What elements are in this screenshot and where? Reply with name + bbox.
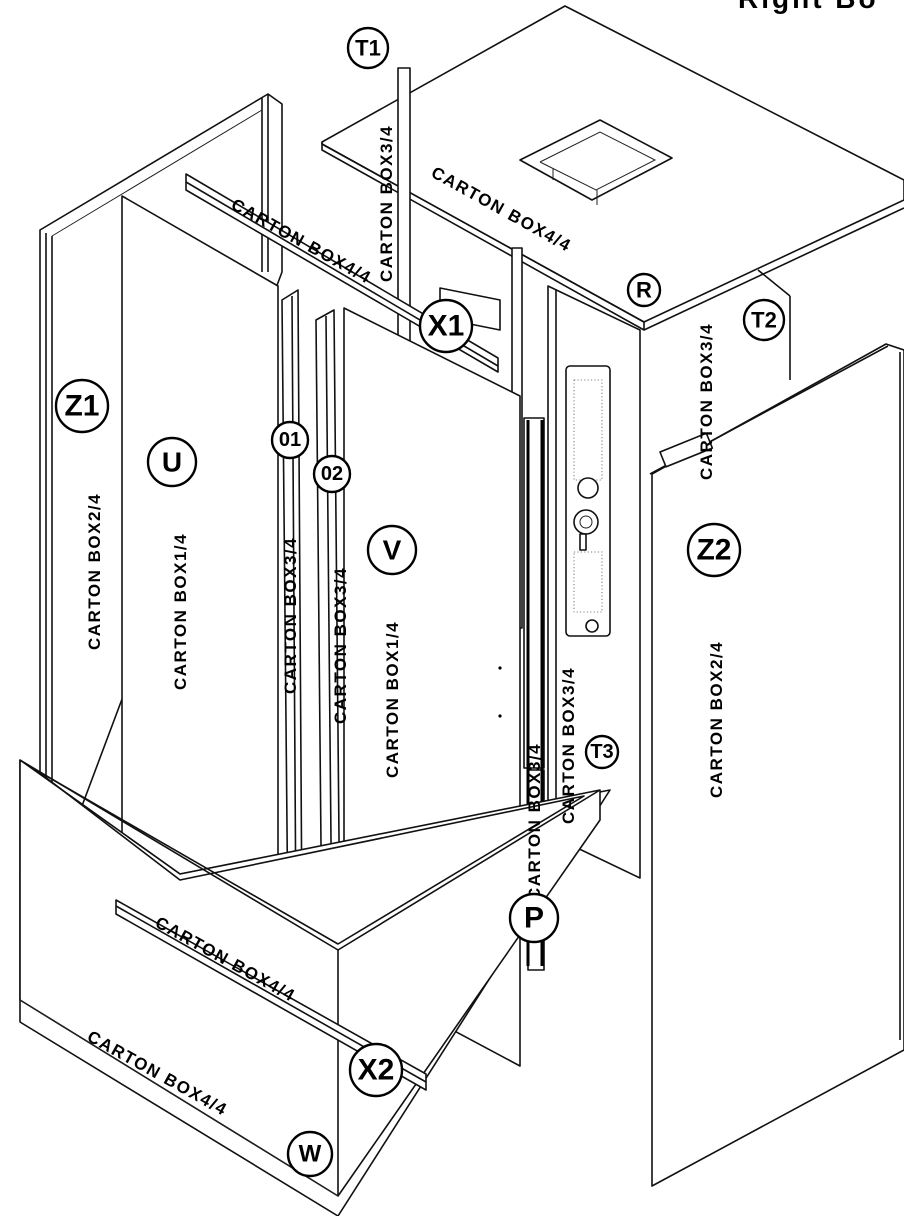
carton-label-z2: CARTON BOX2/4 [707,641,726,798]
callout-u: U [146,436,198,488]
svg-text:Z1: Z1 [64,390,99,423]
control-knob-icon [577,477,599,499]
callout-v: V [366,524,418,576]
svg-text:U: U [162,447,182,478]
svg-text:R: R [636,278,652,303]
carton-label-t1: CARTON BOX3/4 [377,125,396,282]
svg-text:T1: T1 [355,36,381,61]
roof-panel [321,5,904,331]
column-panel-t3 [547,285,641,879]
callout-o1: 01 [270,420,310,460]
mixer-knob-icon [573,509,599,535]
carton-label-o2: CARTON BOX3/4 [331,567,350,724]
glass-panel-u [121,195,279,927]
svg-text:X2: X2 [358,1054,395,1087]
carton-label-p: CARTON BOX3/4 [525,743,544,900]
callout-t3: T3 [584,734,620,770]
carton-label-o1: CARTON BOX3/4 [281,537,300,694]
carton-label-t2: CARTON BOX3/4 [697,323,716,480]
callout-z2: Z2 [686,522,742,578]
svg-text:V: V [383,535,402,566]
svg-text:T3: T3 [590,741,613,763]
callout-x2: X2 [348,1042,404,1098]
carton-label-v: CARTON BOX1/4 [383,621,402,778]
callout-z1: Z1 [54,378,110,434]
shower-tray-w [19,759,611,1216]
callout-t2: T2 [742,298,786,342]
carton-label-u: CARTON BOX1/4 [171,533,190,690]
svg-text:P: P [524,902,544,935]
svg-text:W: W [299,1141,322,1168]
callout-w: W [286,1130,334,1178]
svg-text:Z2: Z2 [696,534,731,567]
callout-x1: X1 [418,298,474,354]
svg-text:T2: T2 [751,308,777,333]
svg-text:02: 02 [321,463,343,485]
callout-p: P [508,892,560,944]
page-title: Right Bo [738,0,879,14]
shower-control-grille [573,379,603,613]
callout-t1: T1 [346,26,390,70]
callout-r: R [626,272,662,308]
svg-text:X1: X1 [428,310,465,343]
carton-label-t3: CARTON BOX3/4 [559,667,578,824]
carton-label-z1: CARTON BOX2/4 [85,493,104,650]
callout-o2: 02 [312,454,352,494]
side-panel-z2 [649,343,904,1187]
svg-text:01: 01 [279,429,301,451]
